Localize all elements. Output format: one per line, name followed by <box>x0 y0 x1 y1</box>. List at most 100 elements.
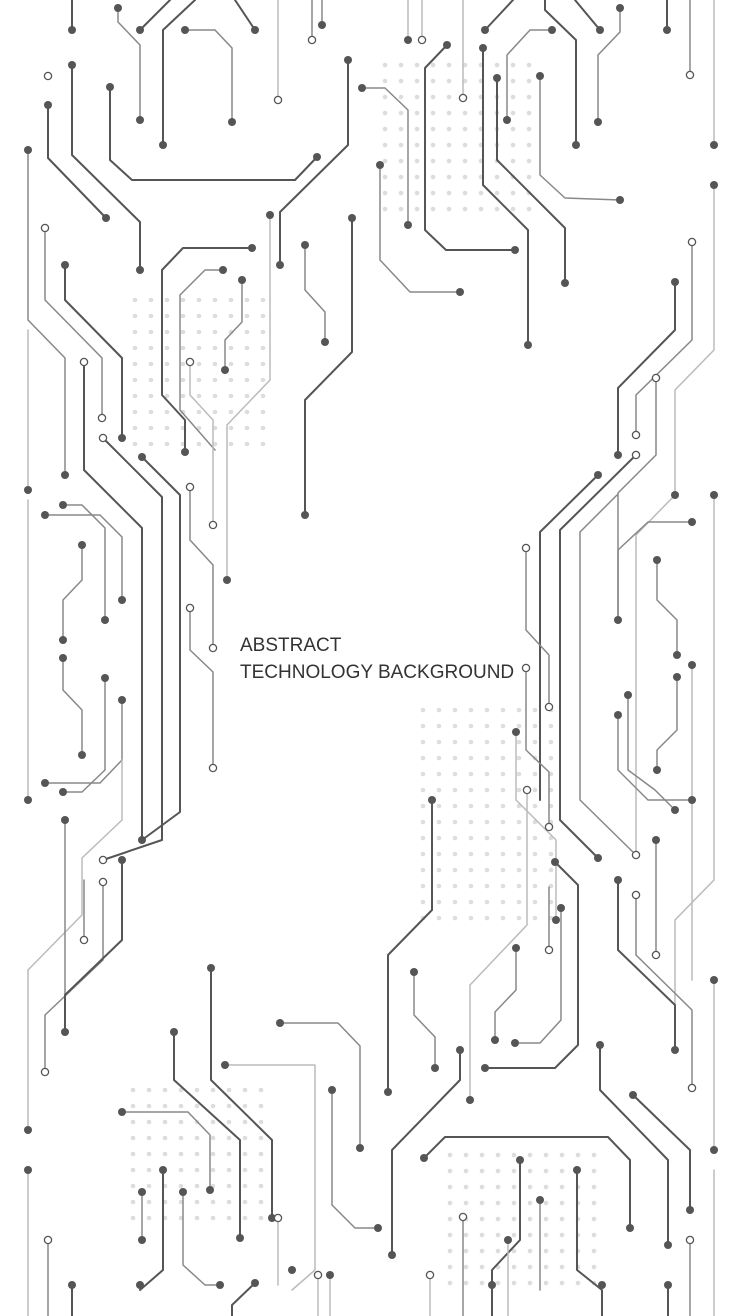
dot-grid-dot <box>420 851 426 857</box>
dot-grid-dot <box>543 1264 549 1270</box>
dot-grid-dot <box>430 110 436 116</box>
solder-pad-dot <box>61 816 69 824</box>
dot-grid-dot <box>495 1232 501 1238</box>
circuit-trace <box>632 1094 691 1211</box>
solder-pad-dot <box>101 674 109 682</box>
solder-pad-dot <box>358 84 366 92</box>
dot-grid-dot <box>178 1119 184 1125</box>
solder-pad-dot <box>614 616 622 624</box>
dot-grid-dot <box>414 126 420 132</box>
dot-grid-dot <box>226 1119 232 1125</box>
circuit-trace <box>179 269 224 451</box>
solder-pad-dot <box>671 491 679 499</box>
dot-grid-dot <box>162 1087 168 1093</box>
solder-pad-dot <box>481 1064 489 1072</box>
dot-grid-dot <box>494 190 500 196</box>
dot-grid-dot <box>446 126 452 132</box>
dot-grid-dot <box>543 1248 549 1254</box>
solder-pad-dot <box>118 596 126 604</box>
dot-grid-dot <box>462 206 468 212</box>
dot-grid-dot <box>148 345 154 351</box>
solder-pad-dot <box>710 181 718 189</box>
solder-pad-dot <box>61 471 69 479</box>
via-ring <box>458 1212 468 1222</box>
solder-pad-dot <box>41 511 49 519</box>
dot-grid-dot <box>132 441 138 447</box>
dot-grid-dot <box>516 915 522 921</box>
dot-grid-dot <box>494 62 500 68</box>
circuit-trace <box>27 759 123 971</box>
dot-grid-dot <box>516 819 522 825</box>
dot-grid-dot <box>532 723 538 729</box>
dot-grid-dot <box>194 1199 200 1205</box>
dot-grid-dot <box>414 158 420 164</box>
dot-grid-dot <box>178 1183 184 1189</box>
dot-grid-dot <box>468 819 474 825</box>
dot-grid-dot <box>146 1199 152 1205</box>
dot-grid-dot <box>468 707 474 713</box>
dot-grid-dot <box>452 867 458 873</box>
dot-grid-dot <box>420 899 426 905</box>
dot-grid-dot <box>452 707 458 713</box>
solder-pad-group <box>24 4 718 1289</box>
dot-grid-dot <box>510 78 516 84</box>
dot-grid-dot <box>543 1232 549 1238</box>
dot-grid-dot <box>468 723 474 729</box>
dot-grid-dot <box>164 441 170 447</box>
dot-grid-dot <box>548 803 554 809</box>
solder-pad-dot <box>524 341 532 349</box>
circuit-trace <box>189 607 214 769</box>
circuit-trace <box>559 454 637 859</box>
solder-pad-dot <box>276 1019 284 1027</box>
dot-grid-dot <box>516 835 522 841</box>
dot-grid-dot <box>228 425 234 431</box>
dot-grid-dot <box>452 755 458 761</box>
circuit-trace <box>525 667 550 828</box>
circuit-trace <box>506 29 553 121</box>
dot-grid-dot <box>212 313 218 319</box>
dot-grid-dot <box>447 1232 453 1238</box>
dot-grid-dot <box>210 1087 216 1093</box>
dot-grid-dot <box>146 1215 152 1221</box>
circuit-trace <box>574 0 601 31</box>
dot-grid-dot <box>500 755 506 761</box>
dot-grid-dot <box>132 329 138 335</box>
dot-grid-dot <box>436 771 442 777</box>
circuit-trace <box>525 547 550 708</box>
dot-grid-dot <box>462 62 468 68</box>
solder-pad-dot <box>181 448 189 456</box>
dot-grid-dot <box>447 1168 453 1174</box>
dot-grid-dot <box>244 345 250 351</box>
dot-grid-dot <box>162 1135 168 1141</box>
solder-pad-dot <box>179 1188 187 1196</box>
circuit-trace <box>109 86 318 181</box>
circuit-trace <box>226 214 271 581</box>
solder-pad-dot <box>410 968 418 976</box>
circuit-trace <box>210 967 273 1219</box>
via-ring <box>40 1067 50 1077</box>
dot-grid-dot <box>228 409 234 415</box>
circuit-trace <box>539 474 599 801</box>
solder-pad-dot <box>138 453 146 461</box>
dot-grid-dot <box>420 739 426 745</box>
circuit-trace <box>184 29 233 123</box>
dot-grid-dot <box>180 345 186 351</box>
dot-grid-dot <box>414 78 420 84</box>
dot-grid-dot <box>398 62 404 68</box>
dot-grid-dot <box>526 174 532 180</box>
dot-grid-dot <box>398 126 404 132</box>
dot-grid-dot <box>430 78 436 84</box>
dot-grid-dot <box>164 409 170 415</box>
solder-pad-dot <box>479 44 487 52</box>
dot-grid-dot <box>420 835 426 841</box>
dot-grid-dot <box>447 1184 453 1190</box>
circuit-trace <box>62 677 106 793</box>
solder-pad-dot <box>326 1271 334 1279</box>
via-ring <box>98 877 108 887</box>
dot-grid-dot <box>500 851 506 857</box>
solder-pad-dot <box>481 26 489 34</box>
circuit-trace <box>331 1089 379 1229</box>
dot-grid-dot <box>468 915 474 921</box>
circuit-trace <box>62 504 106 621</box>
